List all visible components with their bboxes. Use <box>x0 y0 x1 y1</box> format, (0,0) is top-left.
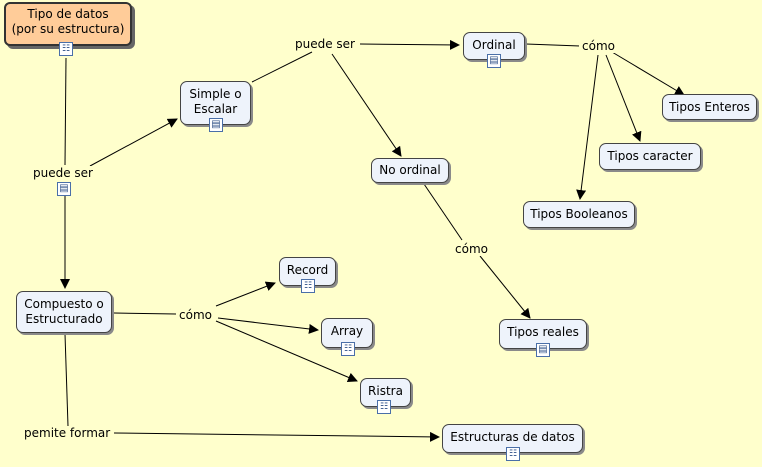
link-label-como[interactable]: cómo <box>452 242 491 256</box>
node-label: Compuesto o Estructurado <box>24 297 104 326</box>
node-tipo-de-datos[interactable]: Tipo de datos (por su estructura) <box>4 2 132 46</box>
node-label: Simple o Escalar <box>189 87 242 116</box>
node-label: Record <box>286 263 329 277</box>
node-tipos-caracter[interactable]: Tipos caracter <box>599 143 701 170</box>
node-label: No ordinal <box>379 163 441 177</box>
node-no-ordinal[interactable]: No ordinal <box>371 158 449 183</box>
edge-como-to-record <box>215 281 276 307</box>
node-tipos-enteros[interactable]: Tipos Enteros <box>662 94 757 120</box>
node-label: Estructuras de datos <box>450 430 575 444</box>
edge-pemite-to-estructuras <box>113 431 440 442</box>
resource-map-icon[interactable]: ☷ <box>377 400 391 414</box>
edge-como-to-enteros <box>611 51 685 96</box>
edge-puede-ser-to-simple <box>89 118 178 167</box>
node-label: Ristra <box>368 384 403 398</box>
node-tipos-booleanos[interactable]: Tipos Booleanos <box>523 201 635 228</box>
edge-simple-to-puede-ser <box>251 51 313 83</box>
node-label: Tipo de datos (por su estructura) <box>11 7 125 36</box>
edge-no-ordinal-to-como <box>423 183 463 241</box>
resource-map-icon[interactable]: ☷ <box>341 342 355 356</box>
node-label: Array <box>330 324 364 338</box>
node-label: Tipos Enteros <box>669 100 750 114</box>
edge-como-to-ristra <box>215 320 358 383</box>
link-label-pemite-formar[interactable]: pemite formar <box>21 426 114 440</box>
edge-root-to-puede-ser <box>64 57 67 166</box>
edge-como-to-array <box>217 317 319 334</box>
edge-compuesto-to-pemite <box>64 333 69 427</box>
resource-map-icon[interactable]: ☷ <box>301 279 315 293</box>
resource-document-icon[interactable]: ▤ <box>536 343 550 357</box>
node-label: Tipos reales <box>507 325 579 339</box>
edge-ordinal-to-como <box>525 43 581 47</box>
node-estructuras-de-datos[interactable]: Estructuras de datos <box>442 424 583 453</box>
resource-document-icon[interactable]: ▤ <box>209 118 223 132</box>
link-label-como[interactable]: cómo <box>176 308 215 322</box>
node-ordinal[interactable]: Ordinal <box>463 32 525 60</box>
edge-como-to-booleanos <box>576 54 599 200</box>
node-label: Tipos Booleanos <box>530 207 628 221</box>
edge-puede-ser-to-no-ordinal <box>331 53 402 157</box>
node-label: Ordinal <box>472 38 516 52</box>
node-tipos-reales[interactable]: Tipos reales <box>499 319 587 349</box>
link-label-puede-ser[interactable]: puede ser <box>292 37 358 51</box>
edge-puede-ser-to-ordinal <box>359 39 460 50</box>
resource-document-icon[interactable]: ▤ <box>487 54 501 68</box>
resource-map-icon[interactable]: ☷ <box>506 447 520 461</box>
resource-document-icon[interactable]: ▤ <box>57 182 71 196</box>
node-compuesto-o-estructurado[interactable]: Compuesto o Estructurado <box>16 291 112 333</box>
edge-como-to-caracter <box>605 54 642 142</box>
link-label-como[interactable]: cómo <box>579 39 618 53</box>
resource-map-icon[interactable]: ☷ <box>59 42 73 56</box>
edge-como-to-reales <box>479 255 531 319</box>
link-label-puede-ser[interactable]: puede ser <box>30 166 96 180</box>
edge-compuesto-to-como <box>113 312 177 315</box>
node-label: Tipos caracter <box>607 149 693 163</box>
